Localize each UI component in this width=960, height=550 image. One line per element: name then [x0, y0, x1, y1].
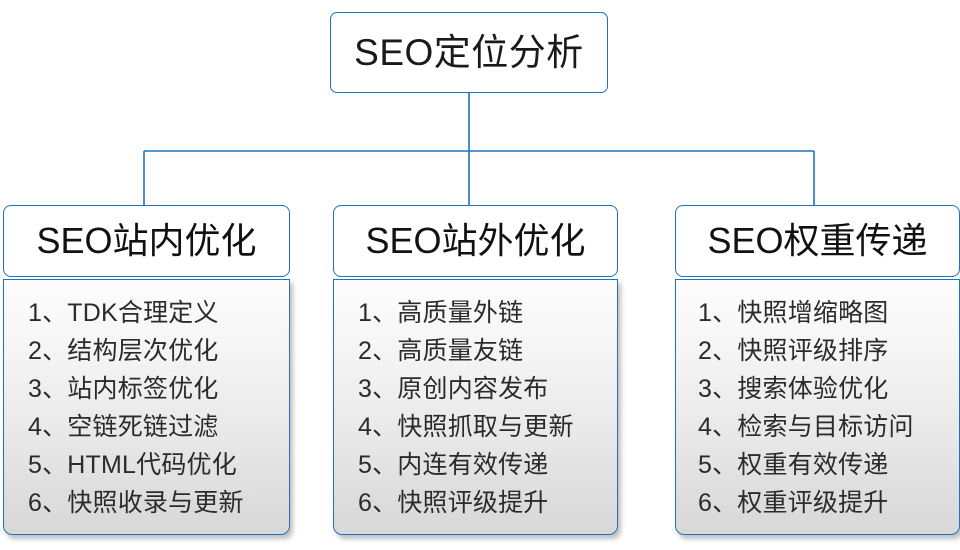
column-body-seo-offsite: 1、高质量外链 2、高质量友链 3、原创内容发布 4、快照抓取与更新 5、内连有…	[333, 279, 618, 535]
list-item: 3、站内标签优化	[28, 375, 219, 403]
list-item: 6、快照收录与更新	[28, 489, 244, 517]
column-header-label: SEO权重传递	[707, 220, 928, 261]
list-item: 5、权重有效传递	[698, 451, 889, 479]
list-item: 2、高质量友链	[358, 337, 524, 365]
root-node-label: SEO定位分析	[354, 32, 584, 73]
list-item: 6、快照评级提升	[358, 489, 549, 517]
column-header-label: SEO站内优化	[36, 220, 257, 261]
column-header-seo-weight[interactable]: SEO权重传递	[675, 205, 960, 277]
list-item: 5、内连有效传递	[358, 451, 549, 479]
list-item: 2、结构层次优化	[28, 337, 219, 365]
list-item: 5、HTML代码优化	[28, 451, 237, 479]
list-item: 4、检索与目标访问	[698, 413, 914, 441]
column-seo-offsite: SEO站外优化 1、高质量外链 2、高质量友链 3、原创内容发布 4、快照抓取与…	[333, 205, 618, 535]
root-node[interactable]: SEO定位分析	[330, 12, 608, 93]
list-item: 1、TDK合理定义	[28, 299, 219, 327]
list-item: 6、权重评级提升	[698, 489, 889, 517]
list-item: 4、空链死链过滤	[28, 413, 219, 441]
column-header-seo-onsite[interactable]: SEO站内优化	[3, 205, 290, 277]
list-item: 1、高质量外链	[358, 299, 524, 327]
column-header-seo-offsite[interactable]: SEO站外优化	[333, 205, 618, 277]
list-item: 3、搜索体验优化	[698, 375, 889, 403]
column-seo-onsite: SEO站内优化 1、TDK合理定义 2、结构层次优化 3、站内标签优化 4、空链…	[3, 205, 290, 535]
item-list-seo-weight: 1、快照增缩略图 2、快照评级排序 3、搜索体验优化 4、检索与目标访问 5、权…	[676, 294, 959, 522]
item-list-seo-onsite: 1、TDK合理定义 2、结构层次优化 3、站内标签优化 4、空链死链过滤 5、H…	[4, 294, 289, 522]
item-list-seo-offsite: 1、高质量外链 2、高质量友链 3、原创内容发布 4、快照抓取与更新 5、内连有…	[334, 294, 617, 522]
list-item: 1、快照增缩略图	[698, 299, 889, 327]
list-item: 2、快照评级排序	[698, 337, 889, 365]
column-header-label: SEO站外优化	[365, 220, 586, 261]
list-item: 3、原创内容发布	[358, 375, 549, 403]
list-item: 4、快照抓取与更新	[358, 413, 574, 441]
column-body-seo-onsite: 1、TDK合理定义 2、结构层次优化 3、站内标签优化 4、空链死链过滤 5、H…	[3, 279, 290, 535]
column-body-seo-weight: 1、快照增缩略图 2、快照评级排序 3、搜索体验优化 4、检索与目标访问 5、权…	[675, 279, 960, 535]
column-seo-weight: SEO权重传递 1、快照增缩略图 2、快照评级排序 3、搜索体验优化 4、检索与…	[675, 205, 960, 535]
